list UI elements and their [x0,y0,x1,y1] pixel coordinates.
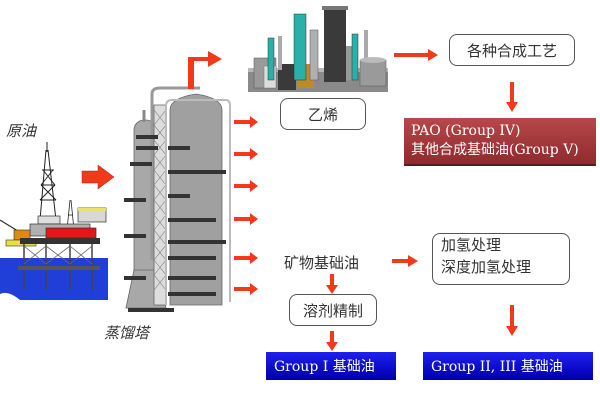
mineral-to-hydro-arrow [392,255,418,267]
ethylene-label: 乙烯 [307,105,338,124]
mineral-base-oil-label: 矿物基础油 [284,254,360,272]
solvent-refining-box: 溶剂精制 [289,294,377,326]
side-arrow-2 [234,148,258,160]
chemical-plant-icon [248,6,388,92]
group1-base-oil-box: Group I 基础油 [266,352,396,380]
synthesis-processes-box: 各种合成工艺 [449,34,575,66]
synthesis-to-pao-arrow [506,82,518,112]
side-arrow-5 [234,252,258,264]
tower-to-plant-arrow [188,51,222,89]
synthetic-base-oils-box: PAO (Group IV) 其他合成基础油(Group V) [404,118,596,166]
synthesis-processes-label: 各种合成工艺 [466,41,557,60]
side-arrow-1 [234,116,258,128]
ethylene-box: 乙烯 [280,98,366,130]
solvent-refining-label: 溶剂精制 [302,301,363,320]
crude-to-tower-arrow [81,164,115,190]
side-arrow-4 [234,213,258,225]
hydrotreating-box: 加氢处理 深度加氢处理 [432,233,570,285]
pao-label: PAO (Group IV) [411,123,521,139]
side-arrow-6 [234,283,258,295]
plant-to-synthesis-arrow [394,49,438,61]
group23-label: Group II, III 基础油 [431,359,563,375]
solvent-to-group1-arrow [326,331,338,351]
group23-base-oil-box: Group II, III 基础油 [423,352,593,380]
other-synthetic-label: 其他合成基础油(Group V) [411,142,579,158]
distillation-tower-label: 蒸馏塔 [104,324,150,342]
tower-output-arrows [234,116,258,295]
side-arrow-3 [234,180,258,192]
group1-label: Group I 基础油 [274,359,375,375]
hydrotreating-label: 加氢处理 [441,236,502,254]
hydro-to-group23-arrow [506,305,518,336]
deep-hydrotreating-label: 深度加氢处理 [441,258,532,276]
crude-oil-label: 原油 [6,122,37,140]
mineral-to-solvent-arrow [326,274,338,294]
distillation-tower-icon [124,86,231,312]
oil-platform-icon [0,142,108,300]
